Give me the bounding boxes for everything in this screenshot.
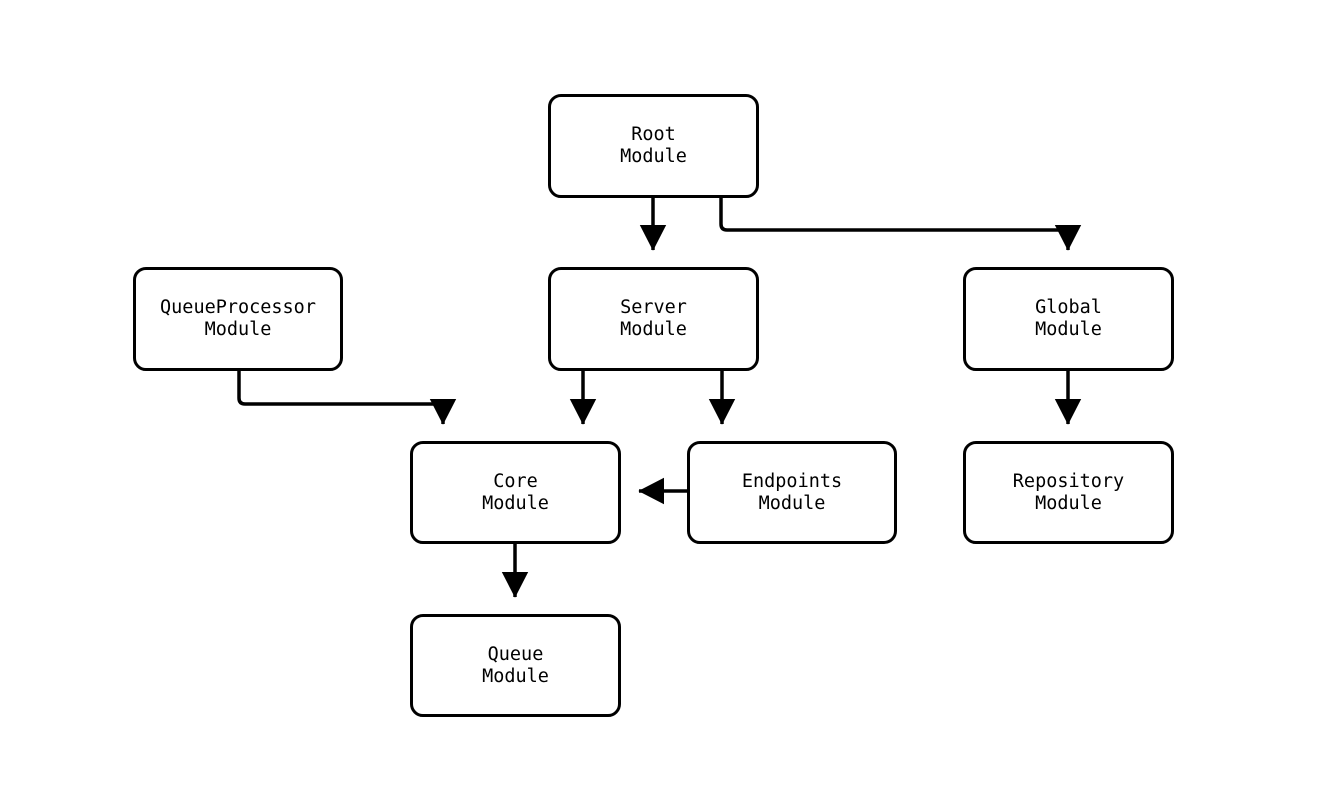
node-endpoints-module[interactable]: Endpoints Module	[687, 441, 897, 544]
node-queue-module[interactable]: Queue Module	[410, 614, 621, 717]
node-repository-module[interactable]: Repository Module	[963, 441, 1174, 544]
node-root-module[interactable]: Root Module	[548, 94, 759, 198]
node-server-module-label: Server Module	[620, 297, 687, 340]
node-global-module[interactable]: Global Module	[963, 267, 1174, 371]
node-core-module-label: Core Module	[482, 470, 549, 514]
node-repository-module-label: Repository Module	[1012, 470, 1125, 514]
node-queue-module-label: Queue Module	[482, 643, 549, 687]
node-endpoints-module-label: Endpoints Module	[741, 470, 843, 514]
node-server-module[interactable]: Server Module	[548, 267, 759, 371]
node-global-module-label: Global Module	[1035, 297, 1102, 340]
node-queueprocessor-module-label: QueueProcessor Module	[160, 297, 316, 340]
edge-root-to-global	[719, 197, 1082, 251]
node-root-module-label: Root Module	[620, 124, 687, 167]
node-queueprocessor-module[interactable]: QueueProcessor Module	[133, 267, 343, 371]
node-core-module[interactable]: Core Module	[410, 441, 621, 544]
edge-queueprocessor-to-core	[237, 371, 457, 425]
